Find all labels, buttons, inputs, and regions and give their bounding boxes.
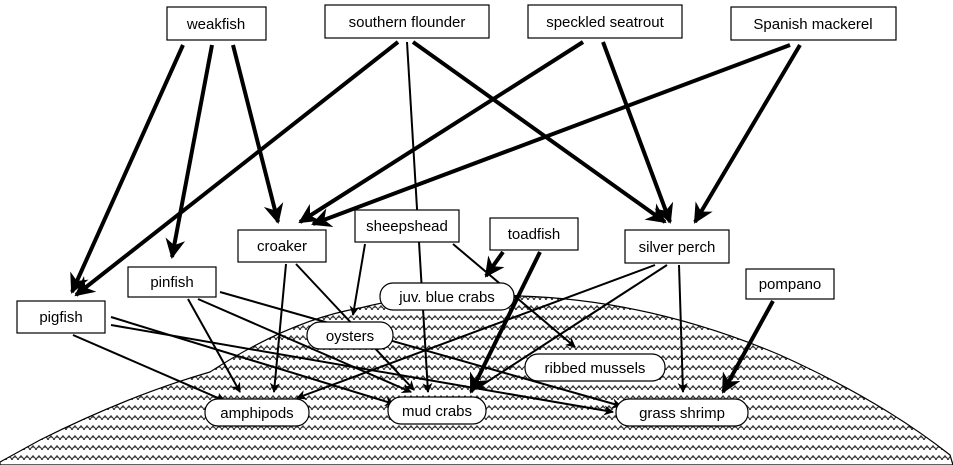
feeding-arrow-spanish-mackerel-to-croaker: [313, 45, 790, 224]
node-label: pinfish: [150, 274, 193, 291]
node-label: silver perch: [639, 239, 716, 256]
node-ribbed-mussels[interactable]: ribbed mussels: [525, 354, 665, 381]
node-label: grass shrimp: [639, 405, 725, 422]
node-southern-flounder[interactable]: southern flounder: [325, 5, 489, 38]
node-label: speckled seatrout: [546, 14, 664, 31]
node-label: croaker: [257, 238, 307, 255]
node-label: mud crabs: [402, 403, 472, 420]
node-label: juv. blue crabs: [398, 289, 495, 306]
node-croaker[interactable]: croaker: [238, 230, 326, 262]
node-speckled-seatrout[interactable]: speckled seatrout: [528, 5, 682, 38]
node-label: ribbed mussels: [545, 360, 646, 377]
node-label: weakfish: [186, 16, 245, 33]
feeding-arrow-toadfish-to-juv-blue-crabs: [486, 252, 503, 276]
node-mud-crabs[interactable]: mud crabs: [388, 397, 486, 424]
feeding-arrow-weakfish-to-pinfish: [172, 45, 212, 257]
node-label: toadfish: [508, 226, 561, 243]
node-pinfish[interactable]: pinfish: [128, 267, 216, 297]
node-grass-shrimp[interactable]: grass shrimp: [616, 399, 748, 426]
node-label: southern flounder: [349, 14, 466, 31]
node-toadfish[interactable]: toadfish: [490, 218, 578, 250]
feeding-arrow-speckled-seatrout-to-silver-perch: [603, 42, 670, 222]
feeding-arrow-spanish-mackerel-to-silver-perch: [695, 45, 800, 222]
node-juv-blue-crabs[interactable]: juv. blue crabs: [380, 283, 514, 310]
node-amphipods[interactable]: amphipods: [205, 399, 309, 426]
feeding-arrow-southern-flounder-to-pigfish: [76, 42, 398, 295]
feeding-arrow-weakfish-to-croaker: [233, 45, 278, 222]
node-label: pompano: [759, 276, 822, 293]
node-silver-perch[interactable]: silver perch: [625, 230, 729, 263]
node-label: oysters: [326, 328, 374, 345]
node-oysters[interactable]: oysters: [307, 322, 393, 349]
node-label: pigfish: [39, 309, 82, 326]
node-label: Spanish mackerel: [753, 16, 872, 33]
node-label: amphipods: [220, 405, 293, 422]
feeding-arrow-sheepshead-to-oysters: [353, 244, 365, 315]
node-spanish-mackerel[interactable]: Spanish mackerel: [731, 7, 896, 40]
node-label: sheepshead: [366, 218, 448, 235]
node-weakfish[interactable]: weakfish: [167, 7, 266, 40]
node-pigfish[interactable]: pigfish: [17, 301, 105, 333]
node-sheepshead[interactable]: sheepshead: [355, 210, 459, 242]
node-pompano[interactable]: pompano: [746, 269, 834, 299]
